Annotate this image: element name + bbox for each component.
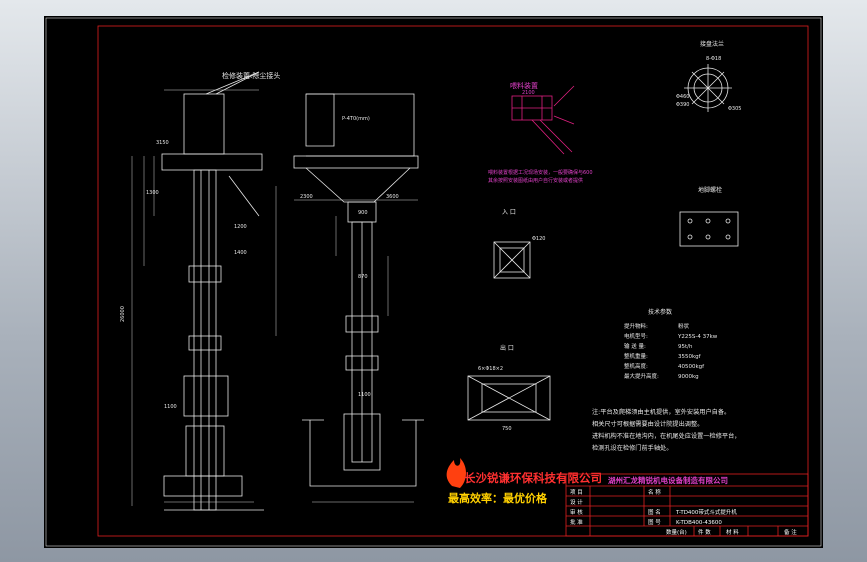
- dim-mid-3: 870: [358, 274, 368, 280]
- outlet-dim: 6×Φ18×2: [478, 366, 503, 372]
- spec-label: 提升物料:: [624, 322, 648, 330]
- specs-title: 技术参数: [648, 308, 672, 316]
- flange-dim-0: 8-Φ18: [706, 56, 721, 62]
- dim-left-1: 3150: [156, 140, 169, 146]
- note-line: 相关尺寸可根据需要由设计院提出调整。: [592, 420, 703, 428]
- drawing-canvas: 检修装置:除尘接头 1300 3150 26000 1100 1200 1400: [45, 17, 822, 547]
- section-callout: P-4T0(mm): [342, 116, 370, 122]
- title-label-figure: 图 名: [648, 508, 661, 516]
- inlet-drawing: [493, 241, 531, 279]
- title-drawing-name: T-TD400带式斗式提升机: [675, 508, 737, 516]
- dim-left-3: 1100: [164, 404, 177, 410]
- title-label-number: 图 号: [648, 518, 661, 526]
- spec-label: 最大提升高度:: [624, 372, 659, 380]
- title-company: 湖州汇龙精锐机电设备制造有限公司: [608, 475, 728, 485]
- spec-label: 电机型号:: [624, 332, 648, 340]
- title-label-name: 名 称: [648, 488, 661, 496]
- specs-table: 提升物料: 粉状 电机型号: Y225S-4 37kw 输 送 量: 95t/h…: [624, 322, 718, 380]
- title-label-approve: 批 准: [570, 518, 583, 526]
- title-bottom-cell: 件 数: [698, 528, 711, 536]
- inlet-title: 入 口: [502, 209, 516, 216]
- dim-mid-4: 1100: [358, 392, 371, 398]
- spec-label: 整机高度:: [624, 362, 648, 370]
- note-line: 检测孔设在检修门前手轴处。: [592, 444, 672, 452]
- elevator-section-view: [293, 93, 424, 487]
- flange-dim-3: Φ305: [728, 106, 741, 112]
- title-label-design: 设 计: [570, 498, 583, 506]
- inlet-dim: Φ120: [532, 236, 545, 242]
- feed-dim: 2100: [522, 90, 535, 96]
- base-bolt-drawing: [679, 211, 739, 247]
- feed-title: 喂料装置: [510, 81, 538, 90]
- dim-mid-0: 2300: [300, 194, 313, 200]
- title-label-check: 审 核: [570, 508, 583, 516]
- flange-dim-1: Φ460: [676, 94, 689, 100]
- flame-logo-icon: [446, 458, 466, 488]
- left-callout-label: 检修装置:除尘接头: [222, 71, 280, 80]
- feed-device-drawing: [511, 85, 575, 155]
- dim-left-2: 26000: [120, 306, 126, 322]
- note-line: 进料机构不准在地沟内，在机尾处应设置一检修平台，: [592, 432, 741, 440]
- spec-value: 粉状: [678, 322, 690, 330]
- title-block: [565, 473, 809, 537]
- dim-left-0: 1300: [146, 190, 159, 196]
- elevator-front-dims: [131, 89, 277, 506]
- outlet-title: 出 口: [500, 344, 514, 352]
- title-bottom-cell: 材 料: [726, 528, 739, 536]
- cad-drawing-sheet: 检修装置:除尘接头 1300 3150 26000 1100 1200 1400: [44, 16, 823, 548]
- outlet-drawing: [467, 375, 551, 421]
- feed-note-2: 其余按照安装图纸由用户自行安装或者提供: [488, 177, 583, 184]
- spec-label: 整机重量:: [624, 352, 648, 360]
- dim-left-5: 1400: [234, 250, 247, 256]
- base-bolt-title: 地脚螺栓: [698, 186, 722, 194]
- title-bottom-cell: 备 注: [784, 528, 797, 536]
- bottom-dim: 750: [502, 426, 512, 432]
- title-label-proj: 项 目: [570, 489, 583, 496]
- drawing-border-inner: [97, 25, 809, 537]
- flange-title: 接盘法兰: [700, 40, 724, 48]
- dim-mid-1: 3600: [386, 194, 399, 200]
- watermark-slogan: 最高效率：最优价格: [448, 491, 548, 505]
- spec-value: 9000kg: [678, 374, 699, 380]
- spec-value: 95t/h: [678, 344, 693, 350]
- spec-value: 40500kgf: [678, 364, 705, 370]
- spec-value: Y225S-4 37kw: [677, 334, 718, 340]
- spec-value: 3550kgf: [678, 354, 702, 360]
- title-drawing-no: K-TDB400-43600: [676, 520, 722, 526]
- flange-dim-2: Φ390: [676, 102, 689, 108]
- dim-left-4: 1200: [234, 224, 247, 230]
- spec-label: 输 送 量:: [624, 342, 646, 350]
- elevator-section-dims: [294, 199, 418, 503]
- note-line: 注:平台及爬梯须由主机提供，室外安装用户自备。: [592, 408, 730, 416]
- feed-note-1: 喂料装置根据工况现场安装，一般要确保与600: [488, 169, 593, 176]
- title-bottom-cell: 数量(台): [666, 528, 687, 536]
- elevator-front-view: [161, 71, 264, 511]
- watermark-company: 长沙锐谦环保科技有限公司: [464, 471, 602, 485]
- dim-mid-2: 900: [358, 210, 368, 216]
- drawing-border-outer: [45, 17, 822, 547]
- flange-drawing: [684, 64, 732, 112]
